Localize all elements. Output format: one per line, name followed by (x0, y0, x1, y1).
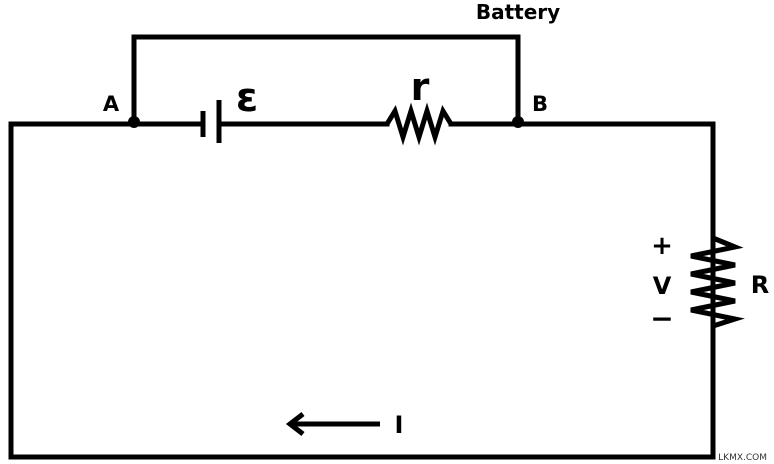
load-resistance-label: R (751, 271, 769, 299)
emf-label: ε (236, 75, 258, 121)
internal-resistance-label: r (411, 65, 430, 109)
plus-sign: + (651, 231, 673, 261)
battery-label: Battery (476, 0, 560, 24)
outer-wire-top-right (515, 121, 716, 241)
node-a-dot (128, 116, 140, 128)
battery-bracket (131, 34, 521, 127)
internal-resistor-zigzag (384, 102, 454, 146)
node-b-dot (512, 116, 524, 128)
node-b-label: B (532, 92, 548, 116)
watermark-text: LKMX.COM (718, 453, 767, 463)
current-label: I (395, 411, 404, 439)
load-resistor-zigzag (690, 235, 745, 329)
node-a-label: A (103, 92, 120, 116)
minus-sign: − (650, 302, 673, 335)
voltage-label: V (653, 272, 672, 300)
current-arrow-head (285, 412, 305, 436)
outer-circuit-wire (8, 121, 716, 460)
